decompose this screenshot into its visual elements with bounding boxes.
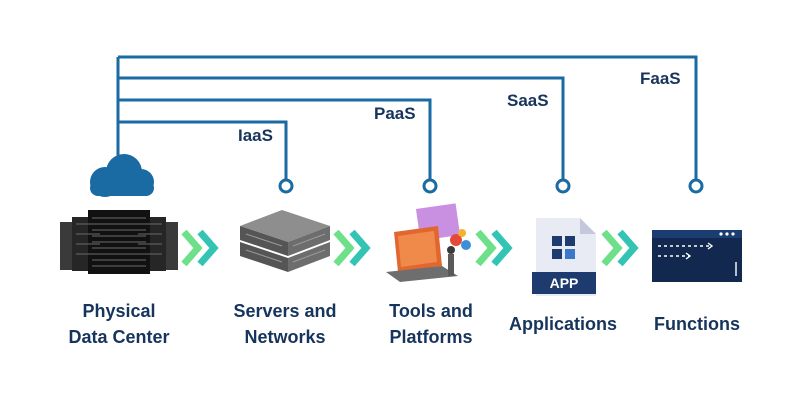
server-racks-icon [60,210,178,274]
chevron-right-icon [475,229,513,267]
paas-connector [118,98,432,180]
iaas-connector [118,120,288,180]
faas-endpoint [688,178,704,194]
iaas-endpoint [278,178,294,194]
servers-networks-caption: Servers and Networks [233,301,337,347]
chevron-right-icon [333,229,371,267]
chevron-right-icon [601,229,639,267]
cloud-icon [90,154,154,197]
connector-endpoints [278,178,704,194]
paas-label: PaaS [374,104,416,123]
physical-data-center-caption: Physical Data Center [68,301,170,347]
server-stack-icon [240,210,330,272]
saas-label: SaaS [507,91,549,110]
faas-label: FaaS [640,69,681,88]
saas-endpoint [555,178,571,194]
applications-caption: Applications [508,314,617,334]
laptop-tools-icon [386,203,471,282]
paas-endpoint [422,178,438,194]
tools-platforms-caption: Tools and Platforms [389,301,473,347]
code-window-icon [652,230,742,282]
chevron-right-icon [181,229,219,267]
faas-connector [118,55,698,180]
app-document-icon [532,218,596,296]
functions-caption: Functions [654,314,740,334]
app-badge-label: APP [549,275,579,291]
saas-connector [118,76,565,180]
iaas-label: IaaS [238,126,273,145]
connector-lines [116,55,698,180]
